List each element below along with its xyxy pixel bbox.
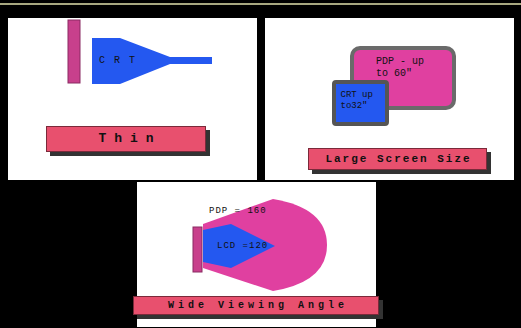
panel bbox=[265, 18, 514, 180]
node-text: PDP = 160 bbox=[203, 198, 327, 217]
caption-box: Wide Viewing Angle bbox=[133, 296, 379, 315]
pdp-viewing-angle-fill bbox=[203, 199, 327, 291]
node-text: CRT bbox=[92, 38, 212, 84]
node-text: PDP - up to 60" bbox=[354, 50, 432, 80]
node-text: LCD =120 bbox=[203, 224, 275, 268]
caption-box: Large Screen Size bbox=[308, 148, 487, 170]
screen-bar bbox=[68, 20, 80, 83]
node-text: Large Screen Size bbox=[309, 149, 486, 169]
screen-bar bbox=[193, 227, 202, 272]
pdp-viewing-angle: LCD =120 PDP = 160 bbox=[203, 198, 327, 292]
lcd-viewing-angle-fill bbox=[203, 224, 275, 268]
panel bbox=[8, 18, 257, 180]
crt-tube-fill bbox=[92, 38, 212, 84]
top-rule bbox=[0, 3, 521, 5]
node-text: CRT up to32" bbox=[336, 84, 377, 112]
crt-tube: CRT bbox=[92, 38, 212, 84]
node-text: Thin bbox=[47, 127, 205, 151]
caption-box: Thin bbox=[46, 126, 206, 152]
crt-screen: CRT up to32" bbox=[332, 80, 389, 126]
lcd-viewing-angle: LCD =120 bbox=[203, 224, 275, 268]
node-text: Wide Viewing Angle bbox=[134, 297, 378, 314]
